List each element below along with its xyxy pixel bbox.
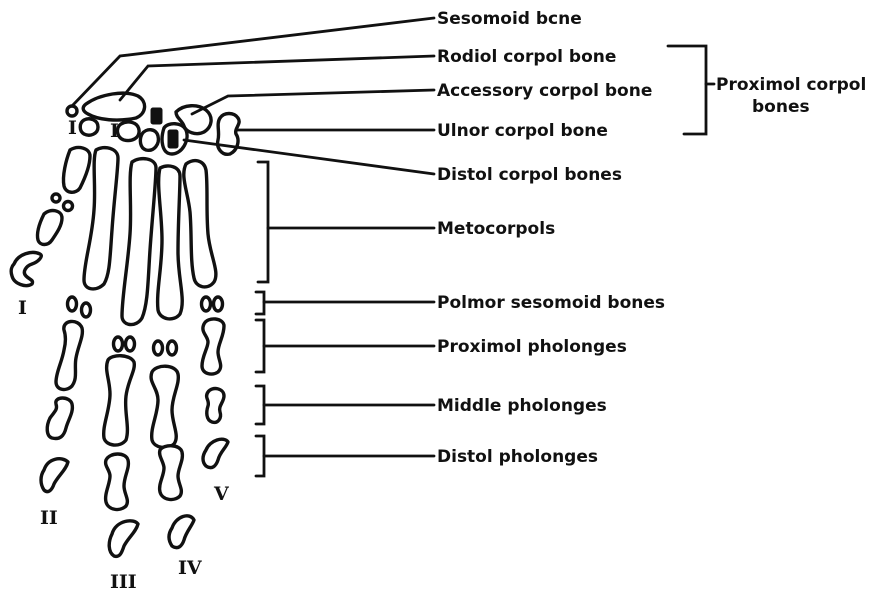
palmar-sesamoid-III-a: [114, 337, 123, 351]
palmar-sesamoid-IV-a: [154, 341, 163, 355]
palmar-sesamoid-IV-b: [168, 341, 177, 355]
digit-label-IV: IV: [178, 557, 203, 579]
middle-phalanx-IV: [160, 446, 183, 500]
middle-phalanx-V: [207, 389, 224, 423]
middle-phalanx-II: [47, 398, 72, 439]
digit-I: I: [11, 148, 90, 319]
carpal-marker-I: I: [68, 117, 77, 139]
label-middle-phalanges: Middle pholonges: [437, 396, 607, 416]
palmar-sesamoid-V-b: [214, 297, 223, 311]
distal-phalanx-III: [109, 521, 138, 557]
carpal-dark-marker: [151, 108, 162, 124]
digit-label-III: III: [110, 571, 137, 593]
palmar-sesamoid-V-a: [202, 297, 211, 311]
middle-phalanx-III: [106, 454, 129, 509]
distal-carpal-bone-3: [140, 130, 158, 151]
radial-carpal-bone: [83, 93, 144, 120]
proximal-phalanx-I: [37, 211, 62, 245]
distal-phalanx-II: [41, 459, 68, 492]
proximal-phalanx-II: [56, 321, 82, 389]
digit-label-I: I: [18, 297, 27, 319]
bracket-metacarpals: [258, 162, 268, 282]
label-distal-carpal-bones: Distol corpol bones: [437, 165, 622, 185]
label-proximal-carpal-bones-line2: bones: [752, 97, 810, 117]
metacarpal-III: [122, 159, 156, 325]
label-distal-phalanges: Distol pholonges: [437, 447, 598, 467]
sesamoid-I-a: [64, 202, 73, 211]
distal-carpal-dark-center: [168, 130, 178, 148]
sesamoid-bone: [67, 106, 77, 116]
distal-phalanx-I: [11, 252, 41, 285]
palmar-sesamoid-II-b: [82, 303, 91, 317]
digit-V: V: [184, 161, 230, 505]
leader-distal-carpal: [184, 140, 434, 174]
label-proximal-carpal-bones-line1: Proximol corpol: [716, 75, 866, 95]
leader-accessory: [192, 90, 434, 114]
bracket-proximal-carpal: [668, 46, 706, 134]
sesamoid-I-b: [52, 194, 60, 202]
label-sesamoid-bone: Sesomoid bcne: [437, 9, 582, 29]
metacarpal-I: [63, 148, 90, 193]
digit-II: II: [40, 148, 118, 529]
palmar-sesamoid-III-b: [126, 337, 135, 351]
distal-phalanx-V: [203, 439, 228, 467]
labels: Sesomoid bcne Rodiol corpol bone Accesso…: [437, 9, 866, 467]
label-proximal-phalanges: Proximol pholonges: [437, 337, 627, 357]
distal-carpal-bone-1: [80, 119, 98, 135]
proximal-phalanx-V: [202, 319, 224, 374]
distal-phalanx-IV: [169, 516, 194, 548]
digit-label-V: V: [213, 483, 230, 505]
distal-carpal-bone-2: [117, 122, 139, 141]
proximal-phalanx-IV: [151, 366, 178, 447]
bracket-palmar-sesamoid: [256, 292, 264, 314]
label-accessory-carpal-bone: Accessory corpol bone: [437, 81, 652, 101]
label-metacarpals: Metocorpols: [437, 219, 555, 239]
digit-label-II: II: [40, 507, 58, 529]
label-palmar-sesamoid-bones: Polmor sesomoid bones: [437, 293, 665, 313]
label-radial-carpal-bone: Rodiol corpol bone: [437, 47, 616, 67]
label-ulnar-carpal-bone: Ulnor corpol bone: [437, 121, 608, 141]
metacarpal-V: [184, 161, 216, 287]
palmar-sesamoid-II-a: [68, 297, 77, 311]
proximal-phalanx-III: [104, 356, 135, 445]
metacarpal-IV: [158, 166, 183, 319]
